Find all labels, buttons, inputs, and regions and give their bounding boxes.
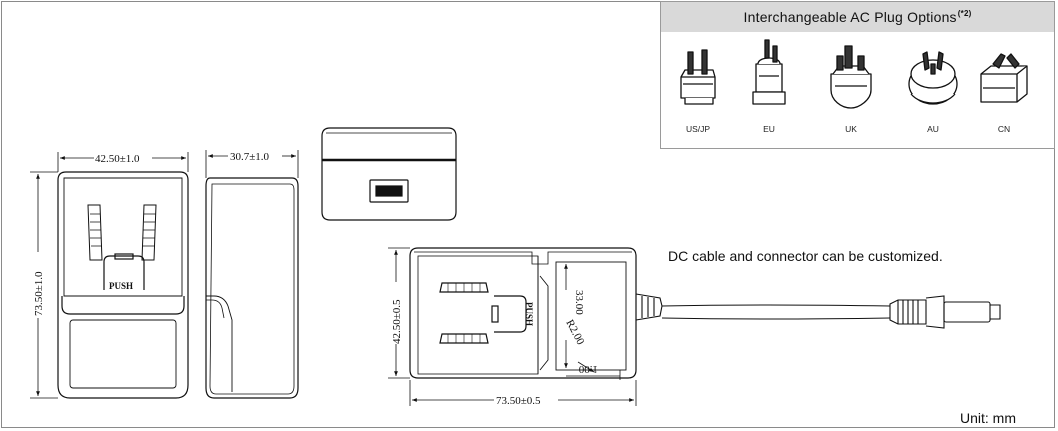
us-jp-plug-icon: [680, 49, 716, 105]
top-length-value: 73.50±0.5: [496, 395, 541, 407]
plug-options-title: Interchangeable AC Plug Options(*2): [743, 9, 972, 25]
plug-label-au: AU: [927, 124, 939, 134]
top-height-value: 42.50±0.5: [391, 299, 403, 344]
au-plug-icon: [908, 51, 958, 105]
unit-note: Unit: mm: [960, 410, 1016, 426]
side-depth-dimension: [205, 150, 299, 178]
plug-label-uk: UK: [845, 124, 857, 134]
eu-plug-icon: [752, 39, 786, 105]
inner-height-value: 33.00: [573, 290, 585, 315]
front-width-value: 42.50±1.0: [95, 153, 140, 165]
plug-label-us-jp: US/JP: [685, 124, 711, 134]
front-height-value: 73.50±1.0: [33, 271, 45, 316]
radius-dimension: [577, 361, 595, 373]
front-view: [57, 171, 189, 399]
side-depth-value: 30.7±1.0: [230, 151, 270, 163]
plug-options-header: Interchangeable AC Plug Options(*2): [661, 2, 1054, 32]
front-height-dimension: [30, 171, 58, 399]
dc-cable: [635, 293, 891, 321]
top-push-label: PUSH: [524, 302, 534, 326]
gap-value: 1.00: [578, 363, 598, 375]
uk-plug-icon: [830, 45, 872, 109]
cn-plug-icon: [980, 53, 1028, 103]
radius-value: R2.00: [563, 318, 586, 348]
customization-note: DC cable and connector can be customized…: [668, 248, 943, 264]
plug-label-cn: CN: [997, 124, 1011, 134]
side-view: [205, 177, 299, 399]
top-length-dimension: [409, 380, 637, 406]
usb-end-view: [321, 127, 457, 221]
plug-options-panel: Interchangeable AC Plug Options(*2): [660, 1, 1055, 149]
top-view: [409, 247, 637, 379]
gap-dimension: [566, 370, 621, 380]
plug-label-eu: EU: [763, 124, 775, 134]
top-height-dimension: [388, 247, 410, 379]
front-push-label: PUSH: [109, 281, 133, 291]
front-width-dimension: [57, 152, 189, 172]
plug-options-footnote: (*2): [957, 9, 972, 19]
dc-connector: [889, 295, 1001, 329]
plug-icons: [680, 39, 1028, 109]
